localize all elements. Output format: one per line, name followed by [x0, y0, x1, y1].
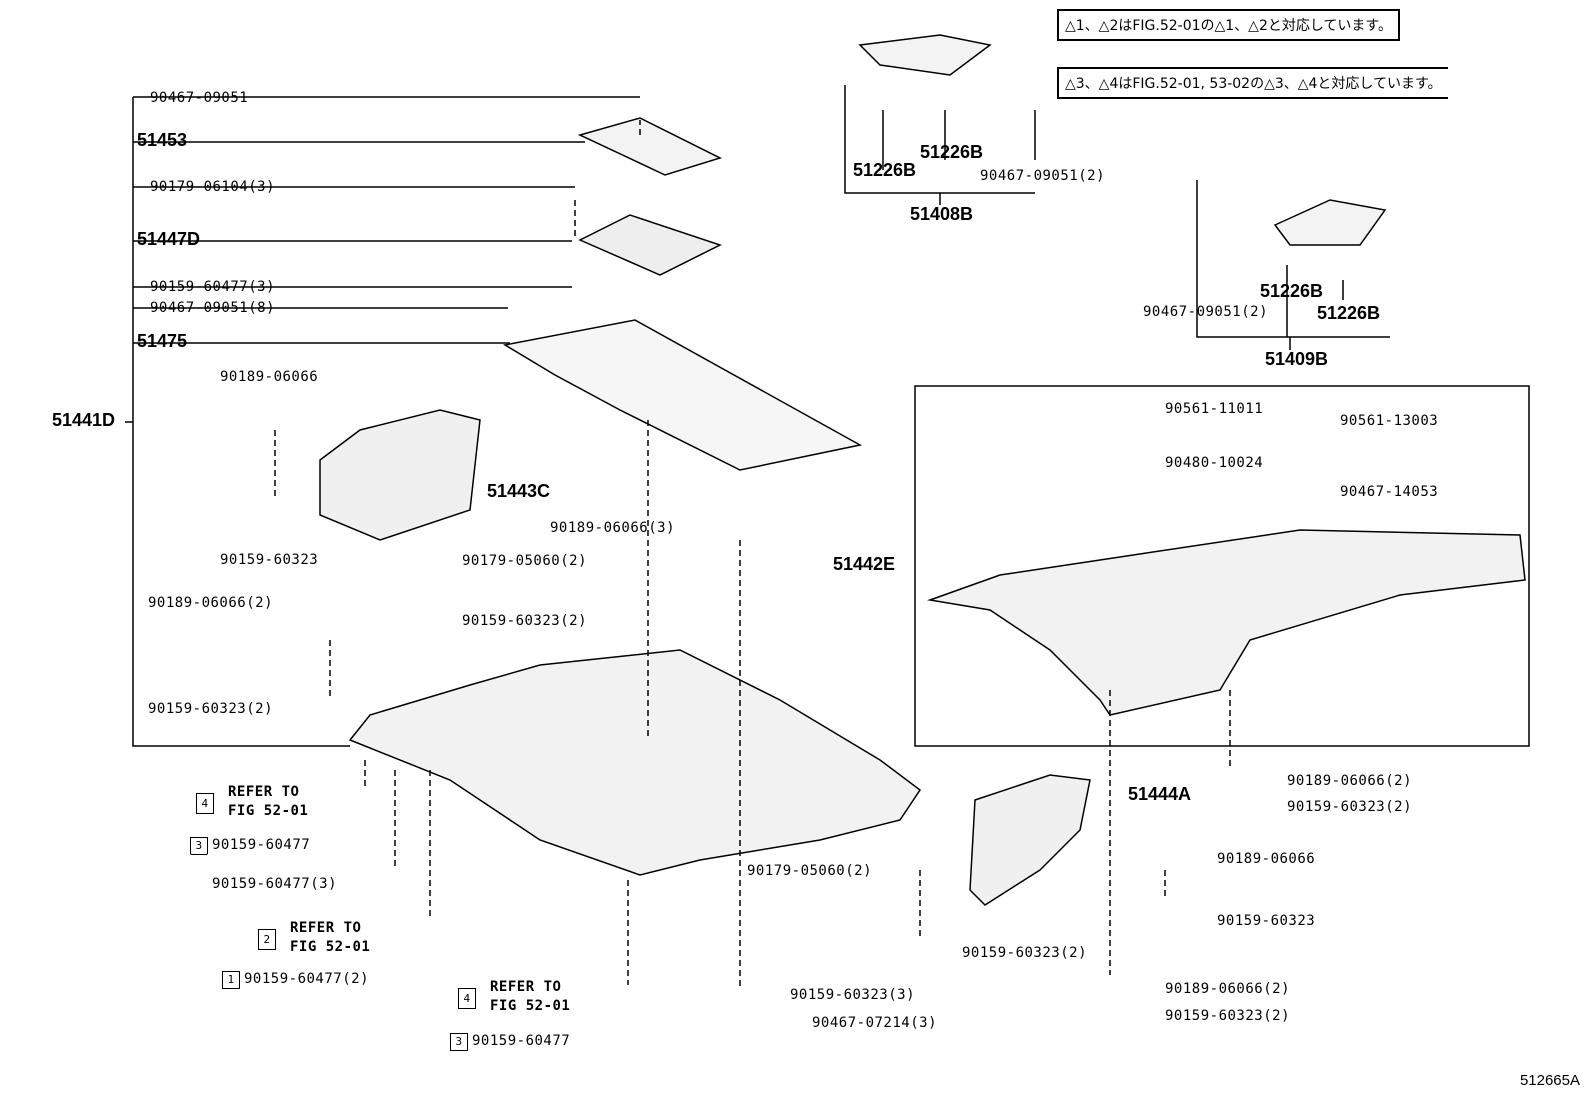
part-label[interactable]: 51226B — [1317, 303, 1381, 323]
part-label[interactable]: 90159-60323(2) — [1287, 799, 1413, 815]
part-51408B — [858, 34, 992, 76]
note-fig-52-01: △1、△2はFIG.52-01の△1、△2と対応しています。 — [1057, 9, 1401, 41]
part-label[interactable]: 90159-60323 — [1217, 913, 1316, 929]
part-label[interactable]: 90179-05060(2) — [462, 553, 588, 569]
part-51453 — [577, 117, 723, 176]
refer-line1: REFER TO — [228, 784, 300, 800]
part-label[interactable]: 51226B — [853, 160, 917, 180]
refer-line2: FIG 52-01 — [490, 998, 571, 1014]
triangle-2-icon: 2 — [258, 929, 276, 950]
part-label[interactable]: 90467-14053 — [1340, 484, 1439, 500]
refer-to-fig-label[interactable]: 4 REFER TO FIG 52-01 — [196, 783, 308, 821]
part-51409B — [1273, 199, 1387, 246]
part-label[interactable]: 90189-06066(2) — [148, 595, 274, 611]
part-label[interactable]: 90189-06066 — [220, 369, 319, 385]
figure-code: 512665A — [1519, 1072, 1580, 1089]
leader-lines — [133, 96, 640, 344]
bracket-51441D — [132, 97, 350, 747]
refer-line2: FIG 52-01 — [290, 939, 371, 955]
part-number: 90159-60477 — [472, 1033, 571, 1049]
part-label[interactable]: 90179-05060(2) — [747, 863, 873, 879]
part-label[interactable]: 90561-11011 — [1165, 401, 1264, 417]
refer-line1: REFER TO — [490, 979, 562, 995]
part-label[interactable]: 90159-60323(2) — [462, 613, 588, 629]
part-label[interactable]: 90480-10024 — [1165, 455, 1264, 471]
part-label[interactable]: 90467-09051(2) — [1143, 304, 1269, 320]
part-label[interactable]: 51442E — [833, 554, 896, 574]
part-51443C — [319, 409, 481, 541]
part-51442E — [927, 529, 1526, 716]
refer-to-fig-label[interactable]: 4 REFER TO FIG 52-01 — [458, 978, 570, 1016]
part-label[interactable]: 90179-06104(3) — [150, 179, 276, 195]
part-label[interactable]: 51226B — [1260, 281, 1324, 301]
box-51442E — [914, 385, 1530, 747]
part-label[interactable]: 51447D — [137, 229, 201, 249]
triangle-3-icon: 3 — [450, 1033, 468, 1051]
part-label[interactable]: 51453 — [137, 130, 188, 150]
part-number: 90159-60477 — [212, 837, 311, 853]
part-label[interactable]: 90159-60477(3) — [212, 876, 338, 892]
triangle-3-icon: 3 — [190, 837, 208, 855]
part-label[interactable]: 51226B — [920, 142, 984, 162]
part-label[interactable]: 90467-09051(2) — [980, 168, 1106, 184]
part-label[interactable]: 51443C — [487, 481, 551, 501]
triangle-4-icon: 4 — [196, 793, 214, 814]
part-label[interactable]: 51475 — [137, 331, 188, 351]
part-label[interactable]: 90189-06066(2) — [1287, 773, 1413, 789]
part-main-undercover — [348, 649, 922, 876]
refer-line2: FIG 52-01 — [228, 803, 309, 819]
refer-to-fig-label[interactable]: 2 REFER TO FIG 52-01 — [258, 919, 370, 957]
part-label[interactable]: 90467-09051(8) — [150, 300, 276, 316]
part-label[interactable]: 90159-60477(3) — [150, 279, 276, 295]
part-label[interactable]: 90159-60323(2) — [962, 945, 1088, 961]
part-label[interactable]: 90467-09051 — [150, 90, 249, 106]
part-label[interactable]: 90189-06066(2) — [1165, 981, 1291, 997]
part-label[interactable]: 90159-60323 — [220, 552, 319, 568]
part-label[interactable]: 90467-07214(3) — [812, 1015, 938, 1031]
part-label[interactable]: 90561-13003 — [1340, 413, 1439, 429]
part-label[interactable]: 90159-60323(3) — [790, 987, 916, 1003]
triangle-1-icon: 1 — [222, 971, 240, 989]
part-label[interactable]: 51441D — [52, 410, 116, 430]
note-fig-52-01-53-02: △3、△4はFIG.52-01, 53-02の△3、△4と対応しています。 — [1057, 67, 1448, 99]
triangle-4-icon: 4 — [458, 988, 476, 1009]
part-label[interactable]: 90189-06066 — [1217, 851, 1316, 867]
part-label[interactable]: 90159-60323(2) — [1165, 1008, 1291, 1024]
part-label[interactable]: 90189-06066(3) — [550, 520, 676, 536]
part-number: 90159-60477(2) — [244, 971, 370, 987]
part-51475 — [502, 319, 863, 471]
part-51447D — [578, 214, 722, 276]
part-51444A — [969, 774, 1091, 906]
part-label[interactable]: 51408B — [910, 204, 974, 224]
part-label[interactable]: 90159-60323(2) — [148, 701, 274, 717]
refer-line1: REFER TO — [290, 920, 362, 936]
part-label[interactable]: 51409B — [1265, 349, 1329, 369]
part-label[interactable]: 51444A — [1128, 784, 1192, 804]
